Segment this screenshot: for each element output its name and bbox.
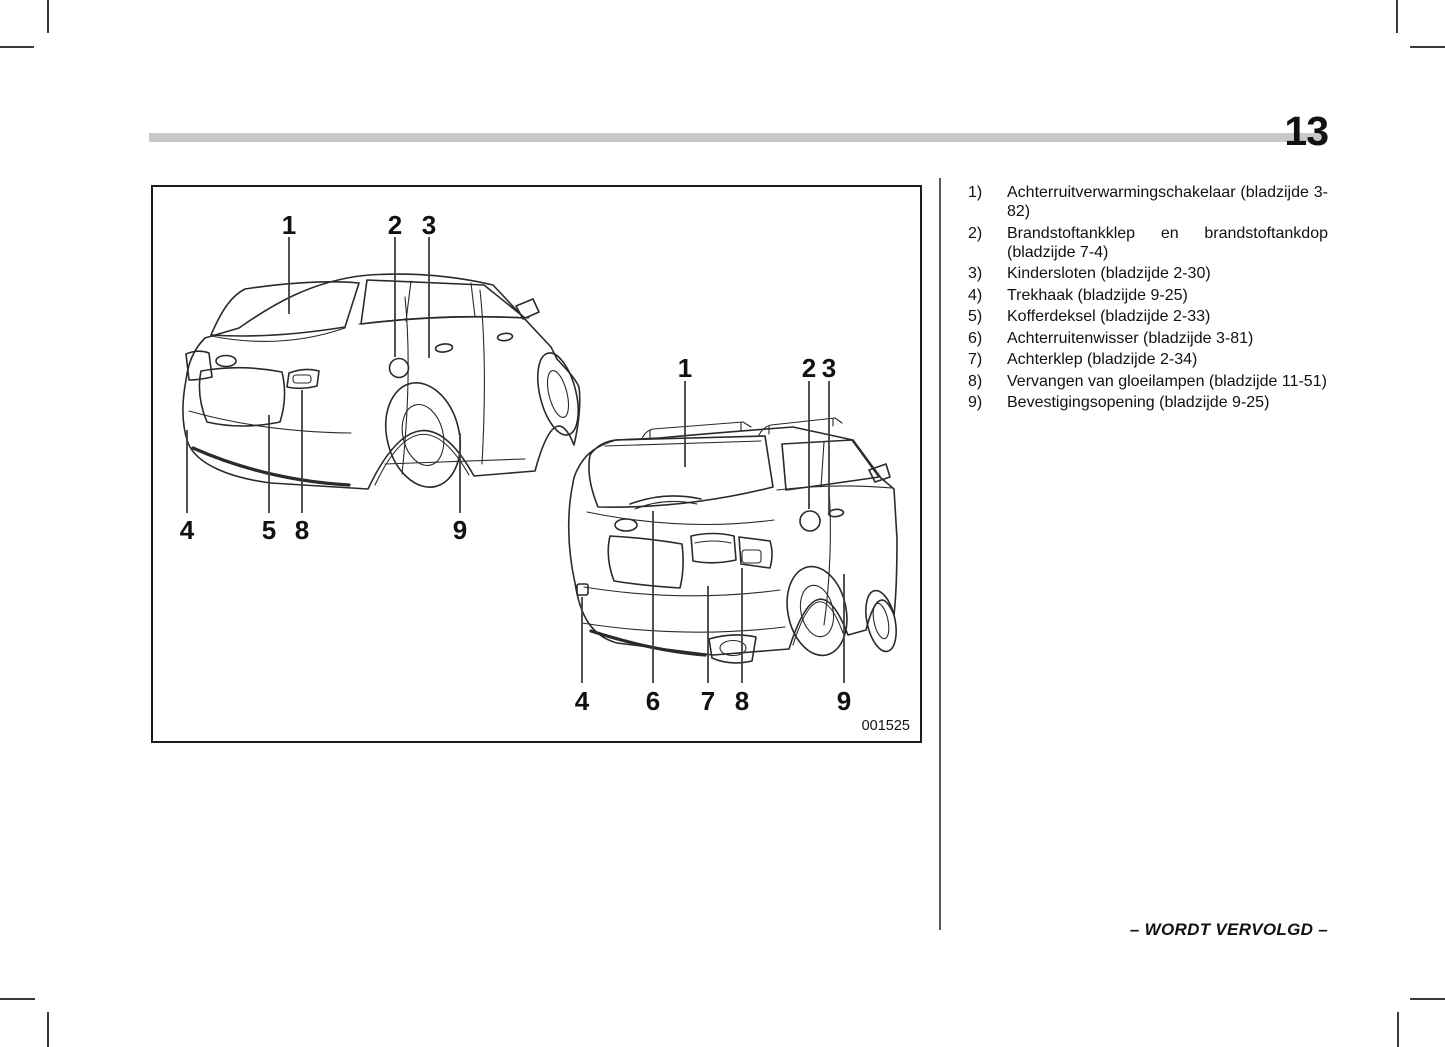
crop-mark-top-left-vertical xyxy=(47,0,49,33)
list-item-number: 2) xyxy=(968,224,983,242)
list-item-number: 6) xyxy=(968,329,983,347)
list-item-text: Kofferdeksel (bladzijde 2-33) xyxy=(1007,308,1211,325)
sedan-callout-5: 5 xyxy=(262,515,276,545)
continuation-footer: – WORDT VERVOLGD – xyxy=(1129,920,1328,939)
crop-mark-bottom-left-vertical xyxy=(47,1012,49,1047)
crop-mark-bottom-right-horizontal xyxy=(1410,998,1445,1000)
wagon-callout-6: 6 xyxy=(646,686,660,716)
sedan-callout-1: 1 xyxy=(282,210,296,240)
sedan-callout-9: 9 xyxy=(453,515,467,545)
list-item-number: 8) xyxy=(968,372,983,390)
wagon-callout-9: 9 xyxy=(837,686,851,716)
wagon-callout-3: 3 xyxy=(822,353,836,383)
wagon-callout-2: 2 xyxy=(802,353,816,383)
list-item: 8) Vervangen van gloeilampen (bladzijde … xyxy=(968,372,1328,391)
list-item-text: Trekhaak (bladzijde 9-25) xyxy=(1007,286,1188,304)
wagon-callout-4: 4 xyxy=(575,686,590,716)
list-item-text: Achterruitenwisser (bladzijde 3-81) xyxy=(1007,329,1254,347)
sedan-callout-3: 3 xyxy=(422,210,436,240)
list-item-number: 1) xyxy=(968,184,983,201)
wagon-leader-lines xyxy=(581,381,845,683)
list-item: 9) Bevestigingsopening (bladzijde 9-25) xyxy=(968,393,1328,412)
parts-list: 1) Achterruitverwarmingschakelaar (bladz… xyxy=(968,183,1328,415)
crop-mark-bottom-right-vertical xyxy=(1397,1012,1399,1047)
list-item-number: 9) xyxy=(968,394,983,411)
list-item-text: Achterklep (bladzijde 2-34) xyxy=(1007,351,1198,368)
wagon-callout-7: 7 xyxy=(701,686,715,716)
sedan-leader-lines xyxy=(186,237,461,513)
crop-mark-top-left-horizontal xyxy=(0,46,34,48)
crop-mark-top-right-vertical xyxy=(1396,0,1398,33)
sedan-illustration xyxy=(182,273,581,490)
list-item: 2) Brandstoftankklep en brandstoftankdop… xyxy=(968,224,1328,262)
wagon-illustration xyxy=(567,417,898,664)
list-item-number: 4) xyxy=(968,286,983,304)
list-item-text: Bevestigingsopening (bladzijde 9-25) xyxy=(1007,394,1270,411)
list-item-number: 7) xyxy=(968,351,983,368)
list-item-text: Achterruitverwarmingschakelaar (bladzijd… xyxy=(1007,184,1328,220)
page-number: 13 xyxy=(1284,108,1329,154)
list-item-text: Brandstoftankklep en brandstoftankdop (b… xyxy=(1007,224,1328,261)
sedan-callout-4: 4 xyxy=(180,515,195,545)
figure-code: 001525 xyxy=(861,718,910,734)
list-item: 7) Achterklep (bladzijde 2-34) xyxy=(968,350,1328,369)
wagon-callout-1: 1 xyxy=(678,353,692,383)
sedan-callout-2: 2 xyxy=(388,210,402,240)
list-item: 3) Kindersloten (bladzijde 2-30) xyxy=(968,264,1328,283)
wagon-callouts: 1 2 3 4 6 7 8 9 xyxy=(575,353,851,716)
column-divider xyxy=(939,178,941,930)
sedan-callouts: 1 2 3 4 5 8 9 xyxy=(180,210,467,545)
header-rule-bar xyxy=(149,133,1325,142)
list-item-text: Vervangen van gloeilampen (bladzijde 11-… xyxy=(1007,372,1327,390)
wagon-callout-8: 8 xyxy=(735,686,749,716)
list-item-number: 3) xyxy=(968,265,983,282)
sedan-callout-8: 8 xyxy=(295,515,309,545)
list-item: 1) Achterruitverwarmingschakelaar (bladz… xyxy=(968,183,1328,221)
crop-mark-bottom-left-horizontal xyxy=(0,998,35,1000)
figure-box: 1 2 3 4 5 8 9 xyxy=(151,185,922,743)
list-item: 5) Kofferdeksel (bladzijde 2-33) xyxy=(968,307,1328,326)
rear-views-illustration: 1 2 3 4 5 8 9 xyxy=(180,210,898,716)
list-item: 6) Achterruitenwisser (bladzijde 3-81) xyxy=(968,329,1328,348)
list-item-number: 5) xyxy=(968,308,983,325)
list-item-text: Kindersloten (bladzijde 2-30) xyxy=(1007,265,1211,282)
list-item: 4) Trekhaak (bladzijde 9-25) xyxy=(968,286,1328,305)
crop-mark-top-right-horizontal xyxy=(1410,46,1445,48)
